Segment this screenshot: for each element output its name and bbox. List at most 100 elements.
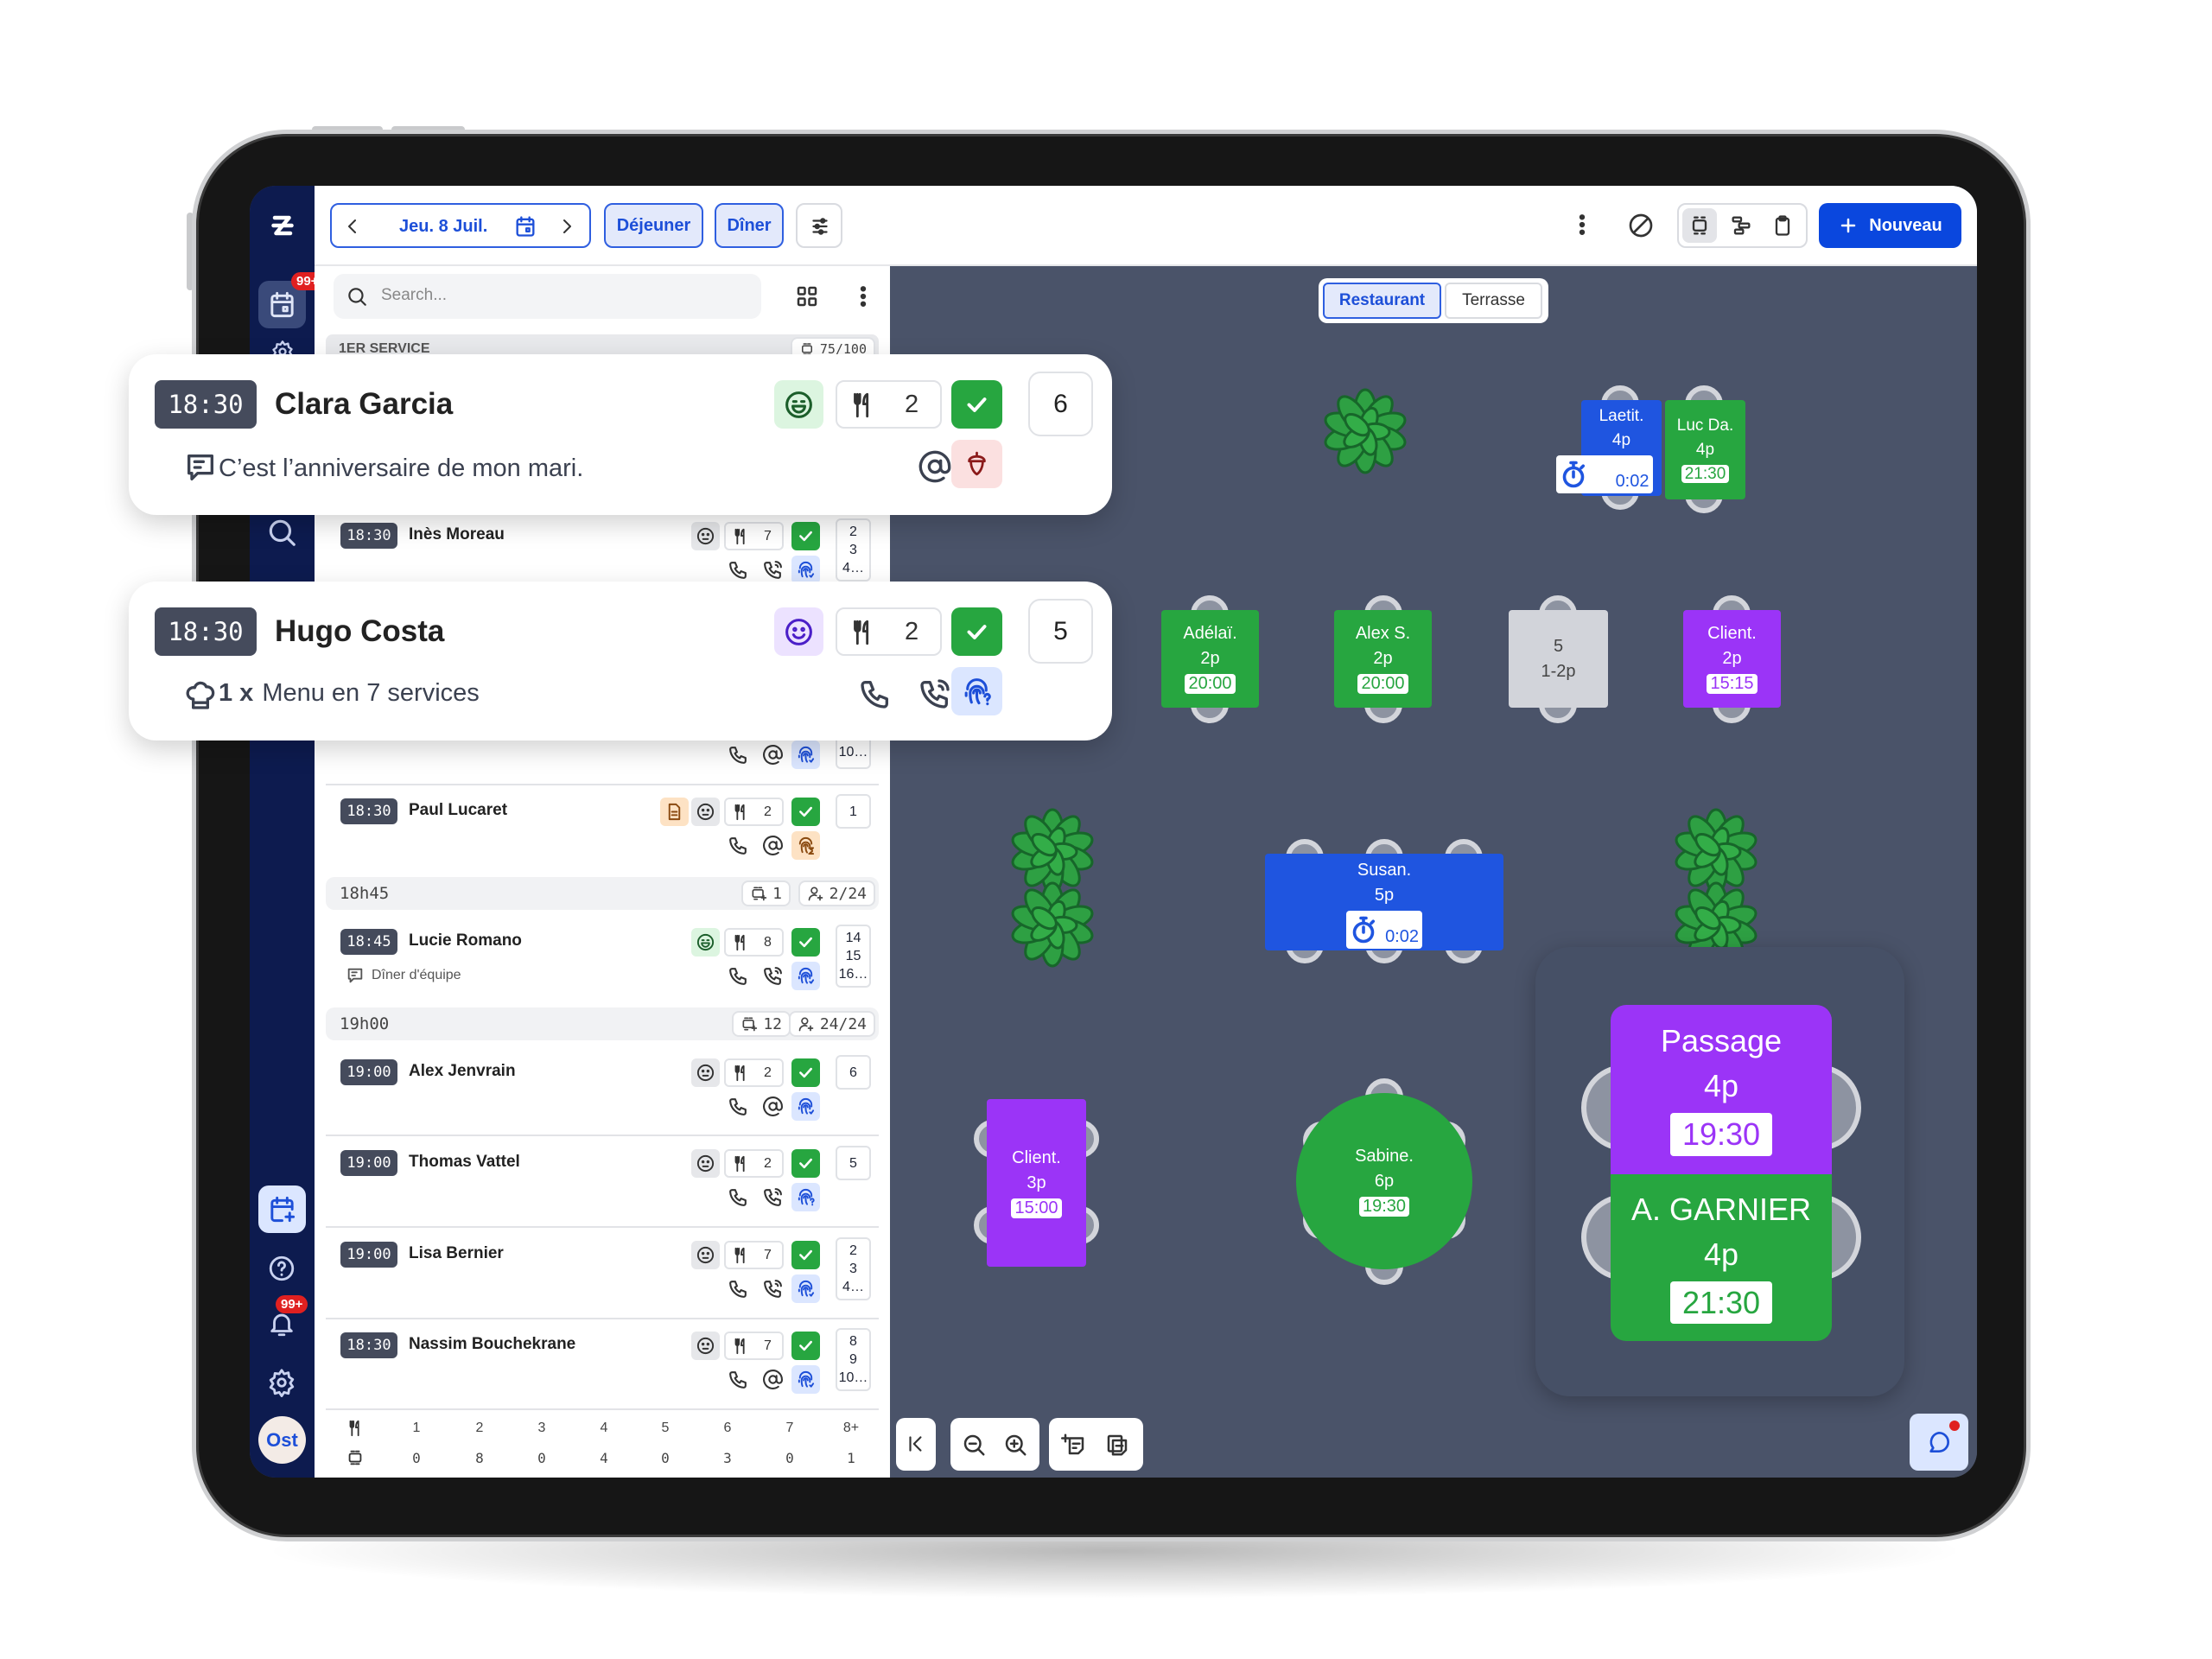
app-logo-icon[interactable] xyxy=(267,210,298,241)
view-list[interactable] xyxy=(1765,208,1800,243)
confirmed-badge[interactable] xyxy=(791,1058,820,1087)
bell-icon[interactable] xyxy=(267,1309,296,1338)
notes-button[interactable] xyxy=(1104,1432,1130,1458)
confirmed-badge[interactable] xyxy=(791,522,820,550)
table-name: A. GARNIER xyxy=(1630,1191,1812,1227)
confirmed-badge[interactable] xyxy=(951,380,1002,429)
confirmed-badge[interactable] xyxy=(791,1332,820,1360)
email-icon[interactable] xyxy=(762,1096,784,1117)
block-icon[interactable] xyxy=(1627,212,1655,239)
new-reservation-button[interactable]: Nouveau xyxy=(1819,203,1961,248)
search-icon[interactable] xyxy=(265,516,298,549)
chat-button[interactable] xyxy=(1910,1414,1968,1471)
phone-icon[interactable] xyxy=(728,744,749,766)
confirmed-badge[interactable] xyxy=(791,928,820,957)
fingerprint-badge xyxy=(791,831,820,860)
confirmed-badge[interactable] xyxy=(791,1241,820,1269)
previous-day-button[interactable] xyxy=(342,216,363,237)
check-icon xyxy=(797,1337,815,1355)
zoom-in-button[interactable] xyxy=(1002,1432,1028,1458)
email-icon[interactable] xyxy=(762,744,784,766)
grid-view-icon[interactable] xyxy=(794,283,820,309)
confirmed-badge[interactable] xyxy=(791,1149,820,1178)
more-options-icon[interactable] xyxy=(1569,212,1595,238)
confirmed-badge[interactable] xyxy=(791,798,820,826)
search-input[interactable]: Search... xyxy=(334,274,761,319)
phone-ringing-icon[interactable] xyxy=(762,1278,784,1300)
email-icon[interactable] xyxy=(762,835,784,856)
phone-icon[interactable] xyxy=(728,835,749,856)
phone-ringing-icon[interactable] xyxy=(918,677,952,711)
phone-icon[interactable] xyxy=(728,1186,749,1208)
view-timeline[interactable] xyxy=(1724,208,1758,243)
table-assignment[interactable]: 5 xyxy=(836,1146,871,1180)
zoom-out-button[interactable] xyxy=(961,1432,987,1458)
covers-badge: 8 xyxy=(724,928,784,957)
first-page-button[interactable] xyxy=(896,1418,936,1471)
phone-icon[interactable] xyxy=(728,1369,749,1390)
footer-cover-size: 1 xyxy=(412,1421,421,1435)
table-assignment[interactable]: 5 xyxy=(1028,599,1093,664)
table-assignment[interactable]: 1 xyxy=(836,794,871,829)
phone-ringing-icon[interactable] xyxy=(762,965,784,987)
list-options-icon[interactable] xyxy=(850,283,876,309)
sidebar-item-reservations[interactable] xyxy=(258,281,306,328)
settings-icon[interactable] xyxy=(267,1368,296,1397)
tab-terrasse[interactable]: Terrasse xyxy=(1445,283,1542,319)
dinner-button[interactable]: Dîner xyxy=(715,203,784,248)
add-note-button[interactable] xyxy=(1061,1432,1087,1458)
phone-ringing-icon[interactable] xyxy=(762,559,784,581)
check-icon xyxy=(797,1064,815,1082)
help-icon[interactable] xyxy=(267,1254,296,1283)
table-assignment[interactable]: 6 xyxy=(1028,372,1093,436)
covers-count: 2 xyxy=(764,804,772,819)
confirmed-badge[interactable] xyxy=(951,607,1002,656)
fork-knife-icon xyxy=(731,1064,750,1083)
date-label[interactable]: Jeu. 8 Juil. xyxy=(399,217,488,236)
tab-restaurant[interactable]: Restaurant xyxy=(1323,283,1441,319)
footer-table-count: 1 xyxy=(847,1450,855,1466)
phone-icon[interactable] xyxy=(858,677,893,711)
view-floor-plan[interactable] xyxy=(1682,208,1717,243)
filters-button[interactable] xyxy=(796,203,842,248)
fingerprint-icon xyxy=(796,1187,816,1207)
sidebar-item-new-booking[interactable] xyxy=(258,1185,306,1233)
email-icon[interactable] xyxy=(762,1369,784,1390)
next-day-button[interactable] xyxy=(556,216,577,237)
calendar-icon[interactable] xyxy=(513,214,537,238)
phone-icon[interactable] xyxy=(728,965,749,987)
avatar[interactable]: Ost xyxy=(258,1416,306,1464)
phone-icon[interactable] xyxy=(728,559,749,581)
phone-ringing-icon[interactable] xyxy=(762,1186,784,1208)
phone-icon[interactable] xyxy=(728,1278,749,1300)
email-icon[interactable] xyxy=(918,449,952,484)
phone-icon[interactable] xyxy=(728,1096,749,1117)
table-assignment[interactable]: 6 xyxy=(836,1055,871,1090)
lunch-button[interactable]: Déjeuner xyxy=(604,203,703,248)
